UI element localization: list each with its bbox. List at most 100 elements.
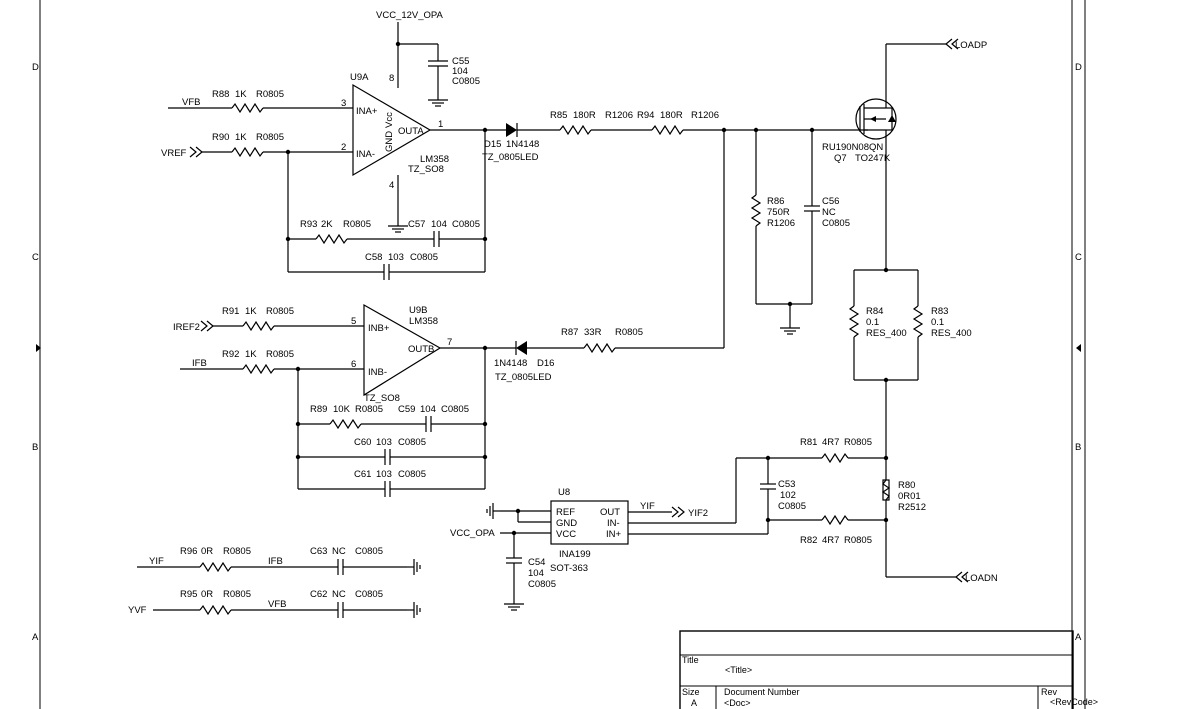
docnum-value: <Doc> bbox=[724, 698, 751, 708]
c53-ref: C53 bbox=[778, 479, 795, 490]
r82-val: 4R7 bbox=[822, 535, 839, 546]
zone-right-c: C bbox=[1075, 252, 1082, 263]
r91-fp: R0805 bbox=[266, 306, 294, 317]
u9a-gnd-label: GND bbox=[384, 131, 395, 152]
r92-fp: R0805 bbox=[266, 349, 294, 360]
net-yif-left-label: YIF bbox=[149, 556, 164, 567]
u9a-pin3: 3 bbox=[341, 98, 346, 109]
r83-fp: RES_400 bbox=[931, 328, 972, 339]
zone-left-d: D bbox=[32, 62, 39, 73]
r94-fp: R1206 bbox=[691, 110, 719, 121]
c54-fp: C0805 bbox=[528, 579, 556, 590]
title-block: Title <Title> Size A Document Number <Do… bbox=[679, 630, 1098, 709]
r91-symbol bbox=[242, 320, 275, 332]
r86-fp: R1206 bbox=[767, 218, 795, 229]
r90-ref: R90 bbox=[212, 132, 229, 143]
r88-symbol bbox=[231, 102, 264, 114]
r95-fp: R0805 bbox=[223, 589, 251, 600]
c57-fp: C0805 bbox=[452, 219, 480, 230]
r93-val: 2K bbox=[321, 219, 333, 230]
docnum-label: Document Number bbox=[724, 687, 800, 697]
r91-val: 1K bbox=[245, 306, 257, 317]
r94-ref: R94 bbox=[637, 110, 654, 121]
zone-left-a: A bbox=[32, 632, 39, 643]
u9b-pin7: 7 bbox=[447, 337, 452, 348]
c55-val: 104 bbox=[452, 66, 468, 77]
net-yif-label: YIF bbox=[640, 501, 655, 512]
r95-ref: R95 bbox=[180, 589, 197, 600]
u8-inn-pin: IN- bbox=[607, 518, 620, 529]
zone-right-a: A bbox=[1075, 632, 1082, 643]
r89-fp: R0805 bbox=[355, 404, 383, 415]
net-vfb2-label: VFB bbox=[268, 599, 286, 610]
net-yvf-label: YVF bbox=[128, 605, 147, 616]
q7-fp: TO247K bbox=[855, 153, 891, 164]
r87-ref: R87 bbox=[561, 327, 578, 338]
c61-ref: C61 bbox=[354, 469, 371, 480]
r80-fp: R2512 bbox=[898, 502, 926, 513]
r85-fp: R1206 bbox=[605, 110, 633, 121]
r92-symbol bbox=[242, 363, 275, 375]
u9b-inp-label: INB+ bbox=[368, 323, 390, 334]
u9a-pin1: 1 bbox=[438, 119, 443, 130]
r84-val: 0.1 bbox=[866, 317, 879, 328]
d15-symbol bbox=[506, 123, 517, 137]
sheet-border: D C B A D C B A bbox=[32, 0, 1086, 709]
d16-symbol bbox=[516, 341, 527, 355]
u9a-pin2: 2 bbox=[341, 142, 346, 153]
u9a-section: VCC_12V_OPA C55 104 C0805 U9A INA+ INA- … bbox=[161, 10, 868, 348]
r86-val: 750R bbox=[767, 207, 790, 218]
u9a-out-label: OUTA bbox=[398, 126, 424, 137]
r82-symbol bbox=[821, 514, 849, 526]
r84-ref: R84 bbox=[866, 306, 883, 317]
d16-fp: TZ_0805LED bbox=[495, 372, 552, 383]
r85-val: 180R bbox=[573, 110, 596, 121]
c55-ref: C55 bbox=[452, 56, 469, 67]
loadp-port bbox=[945, 38, 953, 50]
r81-val: 4R7 bbox=[822, 437, 839, 448]
u9b-part: LM358 bbox=[409, 316, 438, 327]
r90-fp: R0805 bbox=[256, 132, 284, 143]
vcc-opa-label: VCC_OPA bbox=[450, 528, 495, 539]
u8-ref: U8 bbox=[558, 487, 570, 498]
r89-symbol bbox=[329, 418, 362, 430]
r92-val: 1K bbox=[245, 349, 257, 360]
r93-fp: R0805 bbox=[343, 219, 371, 230]
r93-symbol bbox=[315, 233, 348, 245]
c55-fp: C0805 bbox=[452, 76, 480, 87]
c53-fp: C0805 bbox=[778, 501, 806, 512]
net-iref2-label: IREF2 bbox=[173, 322, 200, 333]
c53-val: 102 bbox=[780, 490, 796, 501]
r89-ref: R89 bbox=[310, 404, 327, 415]
vref-port bbox=[189, 146, 197, 158]
u9b-out-label: OUTB bbox=[408, 344, 434, 355]
u8-ref-pin: REF bbox=[556, 507, 575, 518]
u8-gnd-pin: GND bbox=[556, 518, 577, 529]
q7-mosfet-section: LOADP RU190N08QN Q7 TO247K R84 0.1 RES_4… bbox=[628, 38, 998, 584]
c62-val: NC bbox=[332, 589, 346, 600]
u9b-pin6: 6 bbox=[351, 359, 356, 370]
c61-fp: C0805 bbox=[398, 469, 426, 480]
r82-fp: R0805 bbox=[844, 535, 872, 546]
c58-val: 103 bbox=[388, 252, 404, 263]
u9b-section: U9B LM358 TZ_SO8 INB+ INB- OUTB 5 6 7 IR… bbox=[173, 303, 724, 497]
size-value: A bbox=[691, 698, 697, 708]
zone-right-d: D bbox=[1075, 62, 1082, 73]
net-yif2-label: YIF2 bbox=[688, 508, 708, 519]
c56-fp: C0805 bbox=[822, 218, 850, 229]
u8-inp-pin: IN+ bbox=[606, 529, 622, 540]
r81-symbol bbox=[821, 452, 849, 464]
u9a-inn-label: INA- bbox=[356, 149, 375, 160]
c56-ref: C56 bbox=[822, 196, 839, 207]
u9b-inn-label: INB- bbox=[368, 367, 387, 378]
c60-val: 103 bbox=[376, 437, 392, 448]
u9b-pin5: 5 bbox=[351, 316, 356, 327]
net-ifb2-label: IFB bbox=[268, 556, 283, 567]
r92-ref: R92 bbox=[222, 349, 239, 360]
loadn-port bbox=[955, 571, 963, 583]
r95-val: 0R bbox=[201, 589, 213, 600]
c60-ref: C60 bbox=[354, 437, 371, 448]
r85-ref: R85 bbox=[550, 110, 567, 121]
test-outputs-section: YIF R96 0R R0805 IFB C63 NC C0805 YVF R9… bbox=[128, 546, 421, 619]
